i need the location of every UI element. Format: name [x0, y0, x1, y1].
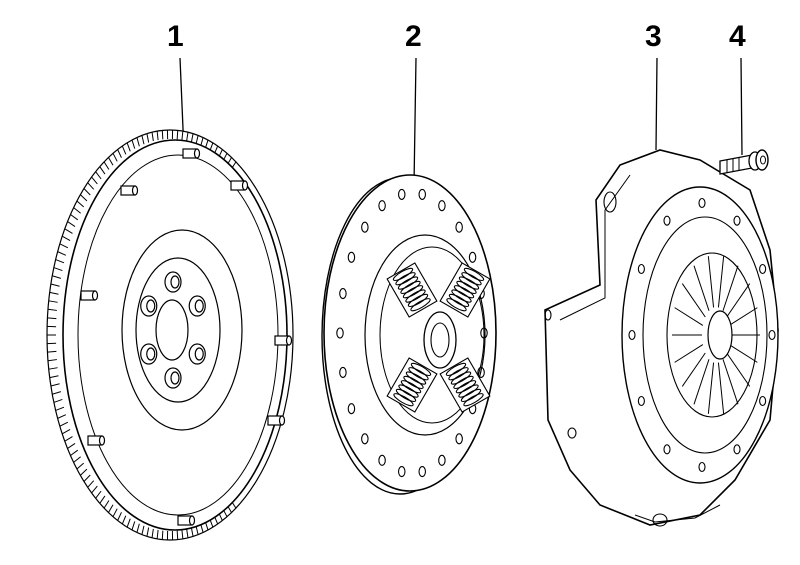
- bolt-icon: [720, 150, 768, 174]
- callout-4: 4: [729, 22, 746, 52]
- leader-line-4: [741, 58, 742, 155]
- flywheel-icon: [47, 130, 293, 540]
- callout-2: 2: [405, 22, 422, 52]
- pressure-plate-icon: [545, 150, 778, 526]
- callout-1: 1: [167, 22, 184, 52]
- callout-3: 3: [645, 22, 662, 52]
- leader-line-2: [414, 58, 416, 185]
- leader-line-3: [656, 58, 657, 150]
- clutch-disc-icon: [322, 175, 496, 494]
